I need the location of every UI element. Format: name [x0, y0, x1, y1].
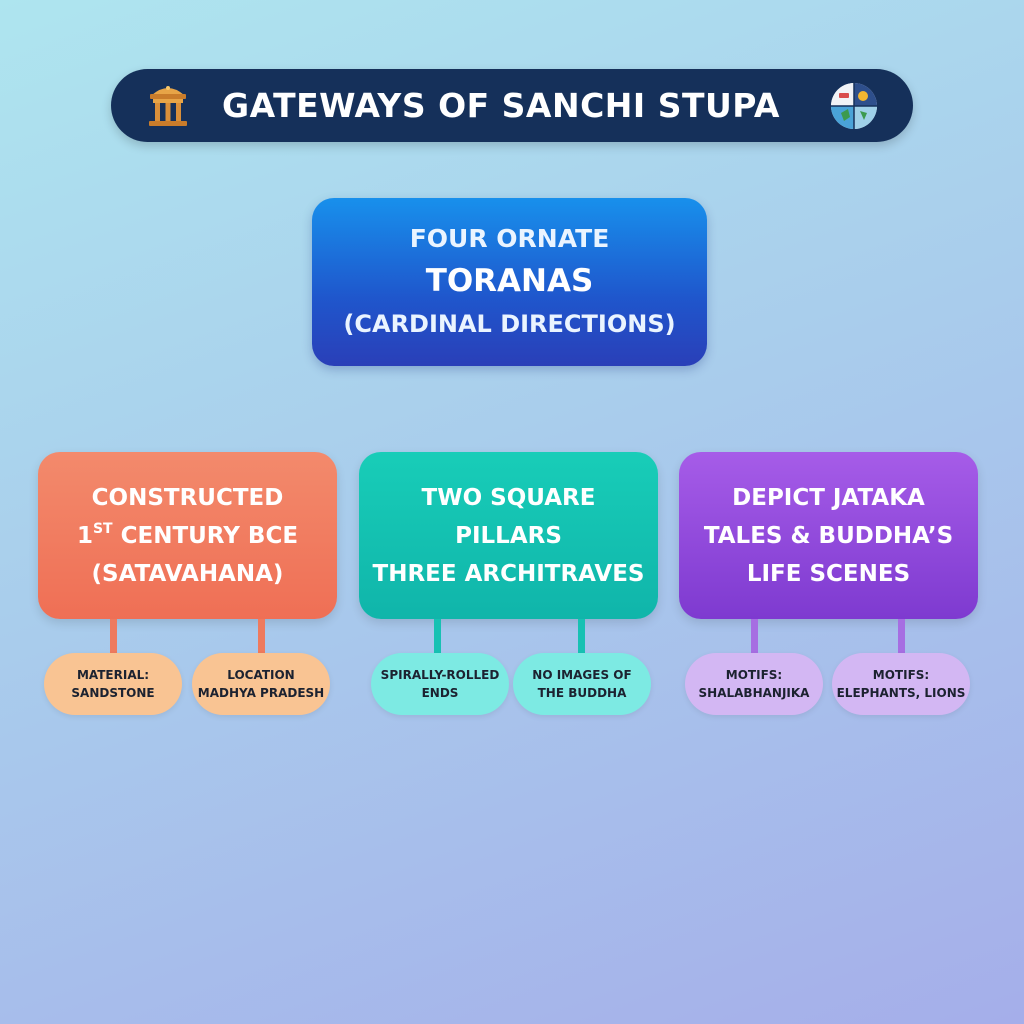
elephants-lions-pill: MOTIFS: ELEPHANTS, LIONS	[832, 653, 970, 715]
pill-line-2: SANDSTONE	[71, 686, 155, 700]
depiction-card: DEPICT JATAKA TALES & BUDDHA’S LIFE SCEN…	[679, 452, 978, 619]
connector-line	[110, 619, 117, 655]
gateway-icon	[149, 86, 187, 126]
pill-line-1: LOCATION	[227, 668, 295, 682]
construction-card-line-2: 1ST CENTURY BCE	[77, 517, 298, 555]
main-topic-line-1: FOUR ORNATE	[409, 224, 610, 253]
structure-card-line-3: THREE ARCHITRAVES	[372, 560, 645, 587]
connector-line	[258, 619, 265, 655]
connector-line	[898, 619, 905, 655]
structure-card: TWO SQUARE PILLARS THREE ARCHITRAVES	[359, 452, 658, 619]
main-topic-box: FOUR ORNATE TORANAS (CARDINAL DIRECTIONS…	[312, 198, 707, 366]
material-pill: MATERIAL: SANDSTONE	[44, 653, 182, 715]
depiction-card-line-1: DEPICT JATAKA	[732, 484, 925, 511]
pill-line-1: SPIRALLY-ROLLED	[380, 668, 500, 682]
century-number: 1	[76, 522, 93, 549]
no-images-pill: NO IMAGES OF THE BUDDHA	[513, 653, 651, 715]
title-bar: GATEWAYS OF SANCHI STUPA	[111, 69, 913, 142]
page-title: GATEWAYS OF SANCHI STUPA	[222, 86, 780, 125]
structure-card-line-1: TWO SQUARE	[421, 484, 596, 511]
pill-line-2: ELEPHANTS, LIONS	[836, 686, 966, 700]
century-suffix: ST	[92, 520, 113, 537]
connector-line	[751, 619, 758, 655]
construction-card-line-3: (SATAVAHANA)	[91, 560, 284, 587]
pill-line-1: MOTIFS:	[872, 668, 930, 682]
pill-line-2: THE BUDDHA	[537, 686, 627, 700]
connector-line	[434, 619, 441, 655]
depiction-card-line-2: TALES & BUDDHA’S	[703, 522, 954, 549]
main-topic-line-3: (CARDINAL DIRECTIONS)	[343, 310, 676, 338]
pill-line-2: SHALABHANJIKA	[698, 686, 810, 700]
location-pill: LOCATION MADHYA PRADESH	[192, 653, 330, 715]
construction-card: CONSTRUCTED 1ST CENTURY BCE (SATAVAHANA)	[38, 452, 337, 619]
century-text: CENTURY BCE	[112, 522, 299, 549]
spirally-rolled-pill: SPIRALLY-ROLLED ENDS	[371, 653, 509, 715]
pill-line-1: MOTIFS:	[725, 668, 783, 682]
pill-line-1: NO IMAGES OF	[532, 668, 632, 682]
pill-line-1: MATERIAL:	[76, 668, 150, 682]
map-globe-icon	[831, 83, 877, 129]
main-topic-line-2: TORANAS	[425, 263, 594, 299]
shalabhanjika-pill: MOTIFS: SHALABHANJIKA	[685, 653, 823, 715]
structure-card-line-2: PILLARS	[455, 522, 562, 549]
depiction-card-line-3: LIFE SCENES	[746, 560, 911, 587]
construction-card-line-1: CONSTRUCTED	[91, 484, 284, 511]
pill-line-2: MADHYA PRADESH	[197, 686, 325, 700]
connector-line	[578, 619, 585, 655]
pill-line-2: ENDS	[421, 686, 459, 700]
